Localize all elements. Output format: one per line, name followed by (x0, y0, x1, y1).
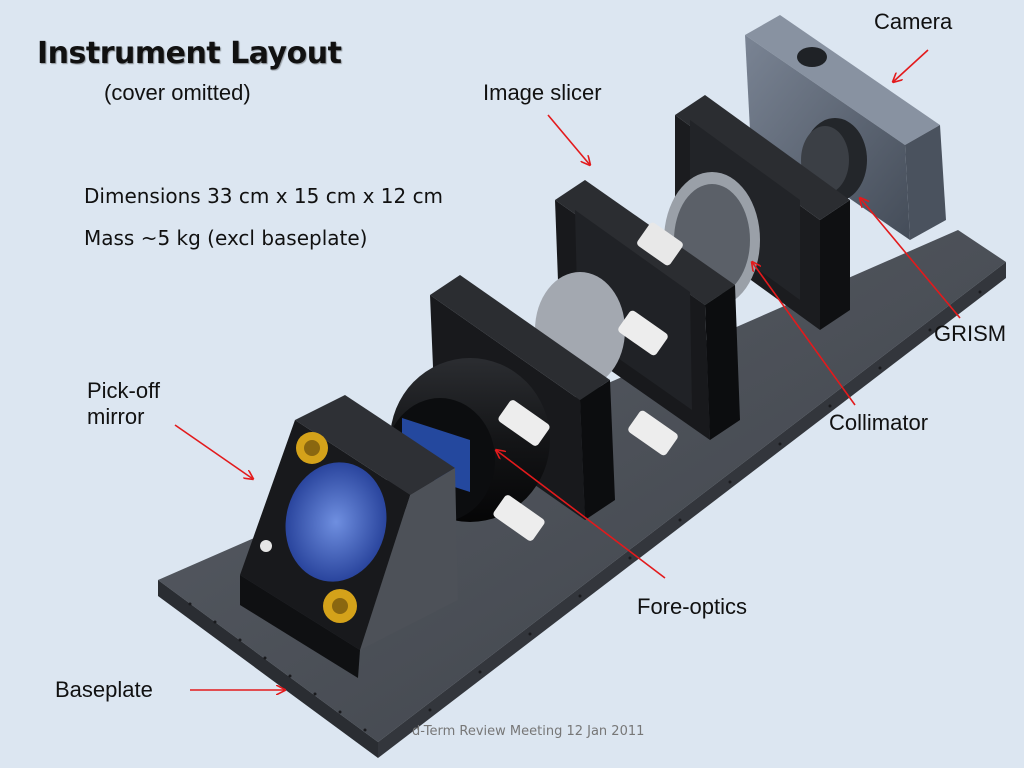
collimator-label: Collimator (829, 410, 929, 435)
baseplate-label: Baseplate (55, 677, 153, 702)
pickoff-mirror-label: Pick-off mirror (87, 378, 160, 430)
image-slicer-label: Image slicer (483, 80, 602, 105)
pickoff-label-line1: Pick-off (87, 378, 160, 403)
camera-arrow (893, 49, 929, 82)
slide-subtitle: (cover omitted) (104, 80, 251, 105)
fore-optics-shape (385, 272, 678, 541)
slide-title: Instrument Layout (37, 36, 342, 71)
pickoff-mirror-shape (240, 395, 458, 678)
camera-label: Camera (874, 9, 953, 34)
mass-text: Mass ~5 kg (excl baseplate) (84, 226, 368, 250)
pickoff-arrow (174, 424, 253, 479)
image-slicer-arrow (547, 114, 590, 165)
camera-body (745, 15, 946, 240)
dimensions-text: Dimensions 33 cm x 15 cm x 12 cm (84, 184, 444, 208)
collimator-arrow (752, 262, 856, 406)
grism-label: GRISM (934, 321, 1007, 346)
grism-arrow (860, 198, 961, 319)
pickoff-label-line2: mirror (87, 403, 145, 429)
footer-text: d-Term Review Meeting 12 Jan 2011 (412, 724, 645, 739)
fore-optics-label: Fore-optics (637, 594, 748, 619)
fore-optics-arrow (496, 450, 666, 579)
